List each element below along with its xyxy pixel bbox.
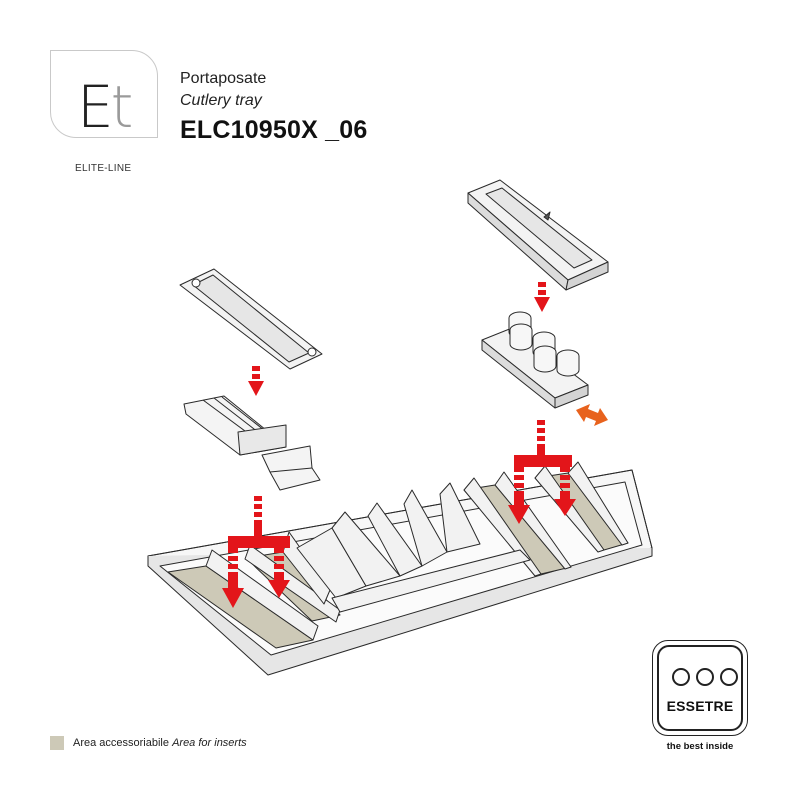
double-arrow-icon [576,404,608,426]
brand-name: ESSETRE [666,698,734,714]
circle-icon [720,668,738,686]
logo-frame [50,50,158,138]
brand-tagline: the best inside [666,741,734,752]
product-code: ELC10950X _06 [180,116,368,144]
down-arrow-icon [222,496,290,608]
logo-subtitle: ELITE-LINE [75,163,132,174]
legend-swatch [50,736,64,750]
elite-line-logo: Et [77,78,133,136]
knife-insert-left [183,395,321,491]
legend-label-italian: Area accessoriabile [73,737,169,749]
logo-inner-frame: ESSETRE [657,645,743,731]
legend-label-english: Area for inserts [172,737,247,749]
logo-letter-t: t [110,73,134,141]
lid-plate-left [179,268,323,370]
down-arrow-icon [508,420,576,524]
tray-dividers [205,461,629,641]
brand-circles-icon [672,668,738,686]
assembly-arrows [222,282,576,608]
circle-icon [696,668,714,686]
circle-icon [672,668,690,686]
title-italian: Portaposate [180,70,267,87]
down-arrow-icon [248,366,264,396]
title-english: Cutlery tray [180,92,262,109]
logo-letter-e: E [77,73,114,141]
essetre-logo: ESSETRE [652,640,748,736]
spice-rack [481,311,589,409]
down-arrow-icon [534,282,550,312]
lid-plate-right [467,179,609,291]
legend-label: Area accessoriabile Area for inserts [73,737,247,749]
